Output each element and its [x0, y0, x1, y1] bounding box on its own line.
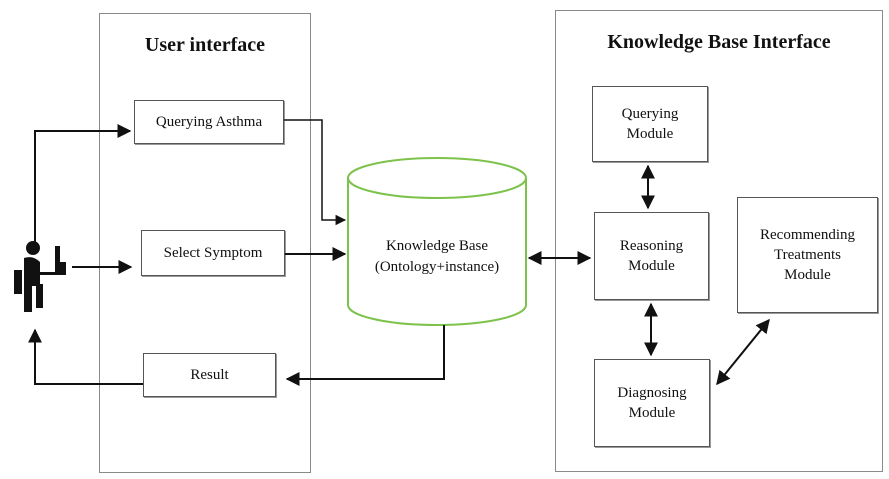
- result-label: Result: [190, 366, 229, 383]
- edge-diagnosing-recommending: [716, 318, 770, 386]
- recommending-module-box[interactable]: Recommending Treatments Module: [737, 197, 878, 313]
- querying-asthma-box[interactable]: Querying Asthma: [134, 100, 284, 144]
- select-symptom-label: Select Symptom: [163, 244, 263, 261]
- select-symptom-box[interactable]: Select Symptom: [141, 230, 285, 276]
- reasoning-module-label: Reasoning Module: [619, 237, 684, 274]
- reasoning-module-box[interactable]: Reasoning Module: [594, 212, 709, 300]
- edge-user-to-querying-asthma: [34, 124, 132, 242]
- user-interface-title: User interface: [144, 34, 266, 56]
- querying-module-box[interactable]: Querying Module: [592, 86, 708, 162]
- diagnosing-module-box[interactable]: Diagnosing Module: [594, 359, 710, 447]
- edge-kb-to-result: [285, 325, 445, 386]
- recommending-module-label: Recommending Treatments Module: [760, 226, 855, 284]
- edge-result-to-user: [28, 328, 143, 385]
- edge-querying-asthma-to-kb: [284, 119, 347, 226]
- user-at-computer-icon: [14, 241, 66, 312]
- knowledge-base-cylinder[interactable]: [347, 157, 527, 326]
- knowledge-base-label: Knowledge Base (Ontology+instance): [374, 238, 500, 275]
- edges: [28, 119, 770, 386]
- kb-interface-title: Knowledge Base Interface: [607, 31, 831, 53]
- result-box[interactable]: Result: [143, 353, 276, 397]
- querying-asthma-label: Querying Asthma: [155, 113, 263, 130]
- diagnosing-module-label: Diagnosing Module: [617, 384, 687, 421]
- querying-module-label: Querying Module: [621, 105, 679, 142]
